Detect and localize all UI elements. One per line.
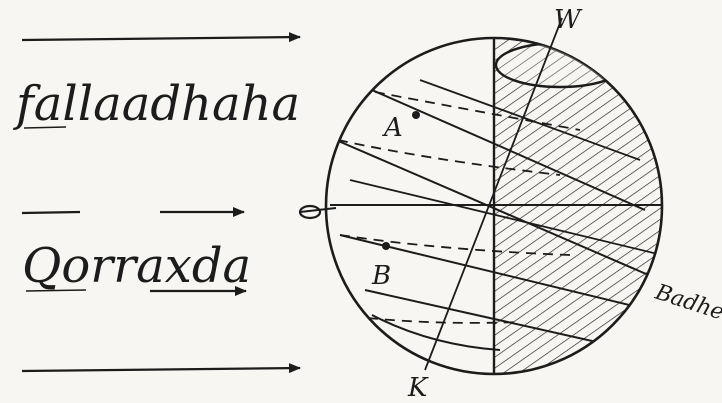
label-badhe: Badhe bbox=[651, 280, 722, 326]
sun-ray-arrow-bottom bbox=[22, 368, 300, 371]
sun-ray-arrow-mid-left bbox=[22, 212, 80, 213]
label-fallaadhaha: fallaadhaha bbox=[13, 76, 300, 132]
point-b-dot bbox=[382, 242, 390, 250]
label-w: W bbox=[554, 5, 583, 35]
point-a-label: A bbox=[382, 113, 403, 143]
point-a-dot bbox=[412, 111, 420, 119]
sun-ray-arrow-top bbox=[22, 37, 300, 40]
earth-globe bbox=[300, 18, 662, 374]
north-polar-circle bbox=[496, 43, 624, 87]
label-qorraxda: Qorraxda bbox=[22, 238, 251, 294]
label-k: K bbox=[407, 373, 429, 403]
point-b-label: B bbox=[371, 261, 391, 291]
